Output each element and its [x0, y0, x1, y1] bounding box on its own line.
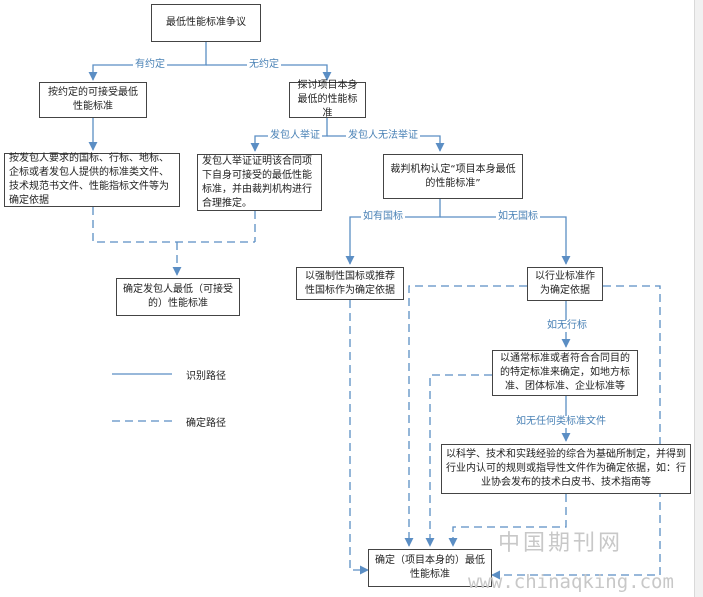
- label-agreed: 有约定: [133, 59, 167, 71]
- node-tribunal: 裁判机构认定“项目本身最低的性能标准”: [383, 154, 523, 199]
- edge-root-right: [206, 64, 332, 81]
- node-agreed-basis: 按发包人要求的国标、行标、地标、企标或者发包人提供的标准类文件、技术规范书文件、…: [4, 153, 180, 207]
- page-edge: [694, 0, 703, 597]
- node-root: 最低性能标准争议: [151, 4, 261, 42]
- label-not-agreed: 无约定: [247, 59, 281, 71]
- node-mandatory: 以强制性国标或推荐性国标作为确定依据: [296, 267, 404, 300]
- edge-dash-general: [425, 374, 492, 547]
- watermark-cn: 中国期刊网: [498, 531, 624, 556]
- legend-solid-label: 识别路径: [186, 371, 226, 382]
- edge-dash-mandatory: [349, 300, 369, 575]
- edge-dash-science: [448, 494, 567, 547]
- edge-dash-industry: [404, 285, 527, 547]
- node-industry: 以行业标准作为确定依据: [527, 267, 603, 301]
- node-science: 以科学、技术和实践经验的综合为基础所制定，并得到行业内认可的规则或指导性文件作为…: [441, 444, 691, 494]
- watermark-url: www.chinaqking.com: [468, 571, 674, 593]
- label-no-national: 如无国标: [496, 211, 540, 223]
- label-has-national: 如有国标: [361, 211, 405, 223]
- node-agreed: 按约定的可接受最低性能标准: [39, 82, 147, 118]
- label-no-standard: 如无任何类标准文件: [514, 416, 608, 428]
- edge-dash-loop: [491, 285, 661, 580]
- label-employer-proves: 发包人举证: [268, 130, 322, 142]
- label-employer-cannot: 发包人无法举证: [346, 130, 420, 142]
- node-employer-proof: 发包人举证证明该合同项下自身可接受的最低性能标准，并由裁判机构进行合理推定。: [197, 154, 322, 211]
- legend-dashed-label: 确定路径: [186, 418, 226, 429]
- edge-tribunal-right: [440, 216, 571, 265]
- node-final: 确定（项目本身的）最低性能标准: [368, 549, 492, 587]
- edge-dash-basis: [92, 207, 255, 243]
- label-no-industry: 如无行标: [545, 320, 589, 332]
- node-confirm-employer: 确定发包人最低（可接受的）性能标准: [116, 278, 240, 316]
- edge-tribunal-split: [345, 199, 441, 265]
- node-general: 以通常标准或者符合合同目的的特定标准来确定，如地方标准、团体标准、企业标准等: [492, 350, 638, 396]
- node-explore: 探讨项目本身最低的性能标准: [289, 80, 366, 119]
